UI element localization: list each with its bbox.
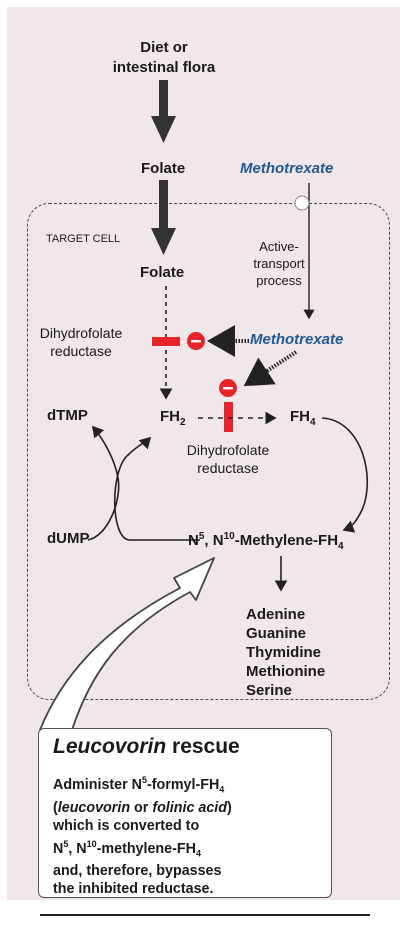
active-transport-label: Active- transport process — [253, 239, 305, 288]
methotrexate-inner-label: Methotrexate — [250, 331, 344, 348]
fh4-label: FH4 — [290, 408, 316, 428]
inhibition-bar-1 — [152, 337, 180, 346]
product-item: Adenine — [246, 606, 306, 623]
inhibition-bar-2 — [224, 402, 233, 432]
bottom-divider — [40, 914, 370, 916]
dtmp-label: dTMP — [47, 407, 88, 424]
product-item: Guanine — [246, 625, 307, 642]
diet-source-label: Diet or intestinal flora — [112, 39, 216, 76]
methylene-fh4-label: N5, N10-Methylene-FH4 — [188, 531, 344, 552]
folate-to-cell-arrow — [151, 180, 176, 255]
leucovorin-rescue-arrow — [39, 557, 215, 731]
methylene-to-fh2-curve — [113, 436, 200, 541]
target-cell-boundary — [27, 203, 390, 700]
folate-outer-label: Folate — [141, 160, 186, 177]
transporter-icon — [294, 195, 310, 211]
dump-label: dUMP — [47, 530, 90, 547]
fh2-label: FH2 — [160, 408, 186, 428]
target-cell-label: TARGET CELL — [46, 233, 121, 245]
products-list: Adenine Guanine Thymidine Methionine Ser… — [246, 605, 325, 700]
product-item: Serine — [246, 682, 292, 699]
rescue-title: Leucovorin rescue — [53, 735, 240, 758]
product-item: Thymidine — [246, 644, 322, 661]
methotrexate-inhibit-arrow-2 — [243, 350, 298, 387]
diet-to-folate-arrow — [151, 80, 176, 143]
leucovorin-rescue-box: Leucovorin rescue Administer N5-formyl-F… — [38, 728, 332, 898]
folate-inner-label: Folate — [140, 264, 185, 281]
fh4-to-methylene-arrow — [321, 417, 369, 533]
rescue-description: Administer N5-formyl-FH4 (leucovorin or … — [53, 775, 232, 898]
dhfr-label-1: Dihydrofolate reductase — [39, 325, 123, 359]
dump-to-dtmp-curve — [87, 425, 120, 541]
product-item: Methionine — [246, 663, 326, 680]
methotrexate-outer-label: Methotrexate — [240, 160, 334, 177]
dhfr-label-2: Dihydrofolate reductase — [186, 442, 270, 476]
